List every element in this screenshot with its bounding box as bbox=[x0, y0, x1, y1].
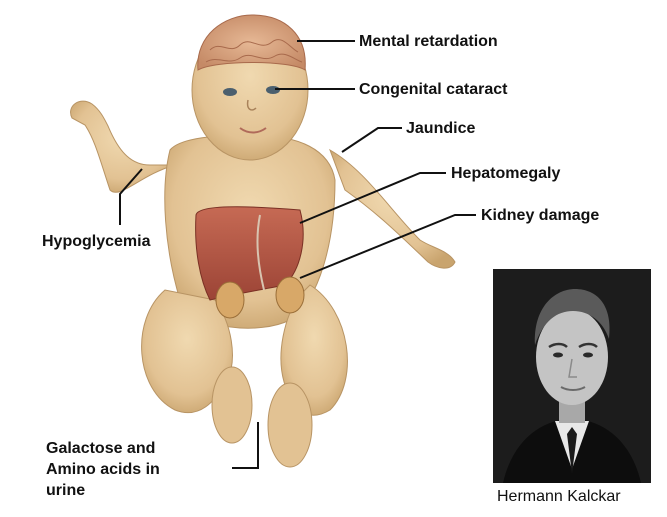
leader-jaundice bbox=[342, 128, 402, 152]
label-congenital-cataract: Congenital cataract bbox=[359, 80, 507, 99]
left-arm bbox=[71, 101, 175, 192]
label-urine-line2: Amino acids in bbox=[46, 460, 160, 479]
label-kidney-damage: Kidney damage bbox=[481, 206, 599, 225]
portrait-image bbox=[493, 269, 651, 483]
label-hepatomegaly: Hepatomegaly bbox=[451, 164, 560, 183]
right-foot bbox=[268, 383, 312, 467]
left-kidney bbox=[216, 282, 244, 318]
label-urine-line1: Galactose and bbox=[46, 439, 155, 458]
label-jaundice: Jaundice bbox=[406, 119, 475, 138]
left-eye bbox=[223, 88, 237, 96]
label-hypoglycemia: Hypoglycemia bbox=[42, 232, 150, 251]
left-foot bbox=[212, 367, 252, 443]
portrait-caption: Hermann Kalckar bbox=[497, 488, 621, 506]
right-arm bbox=[330, 150, 455, 268]
right-kidney bbox=[276, 277, 304, 313]
label-mental-retardation: Mental retardation bbox=[359, 32, 498, 51]
portrait-photo bbox=[493, 269, 651, 483]
label-urine-line3: urine bbox=[46, 481, 85, 500]
